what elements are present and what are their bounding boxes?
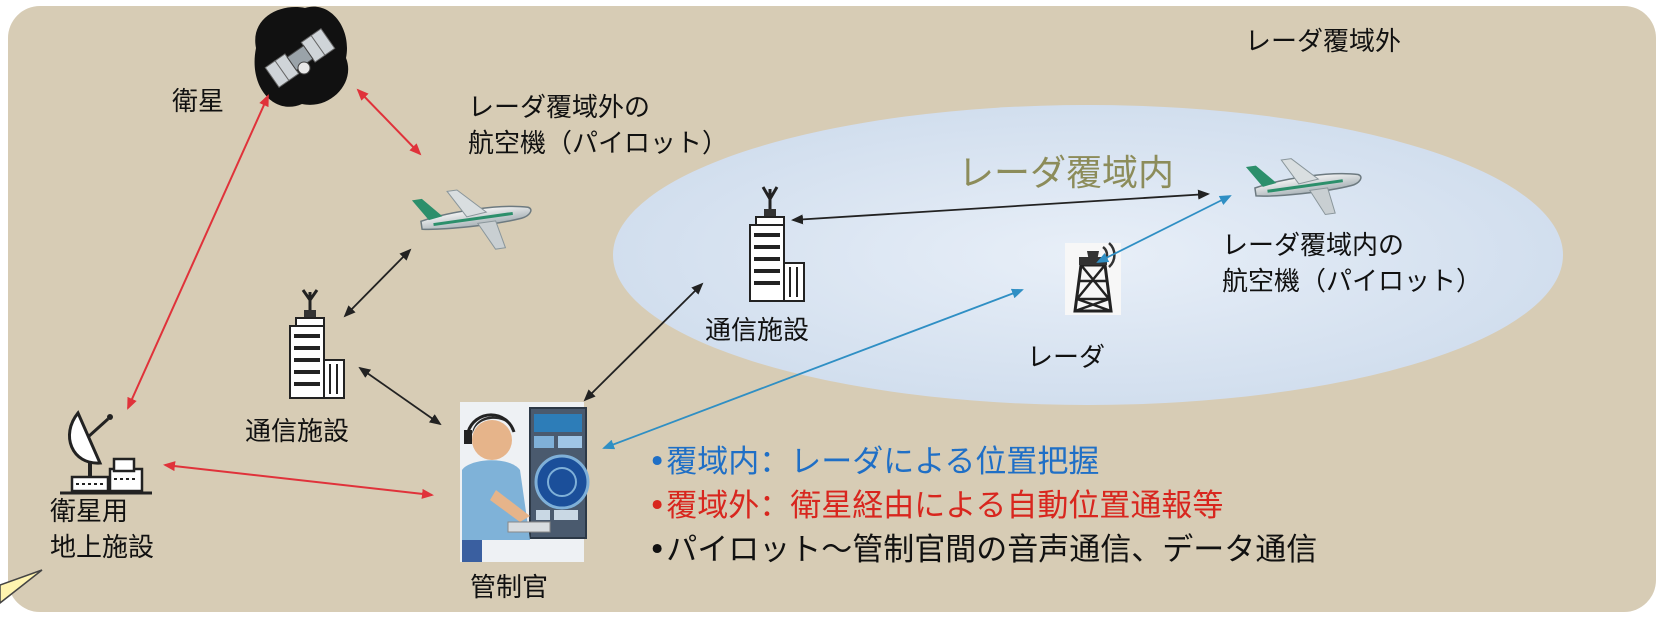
callout-pointer bbox=[0, 569, 43, 604]
aircraft-inside-label: レーダ覆域内の 航空機（パイロット） bbox=[1222, 228, 1482, 300]
satellite-icon bbox=[254, 6, 349, 107]
link-comm-left-controller bbox=[358, 366, 442, 426]
link-controller-radar bbox=[602, 288, 1024, 450]
aircraft-outside-label-line2: 航空機（パイロット） bbox=[468, 129, 729, 159]
ground-station-label: 衛星用 地上施設 bbox=[50, 494, 154, 566]
link-radar-aircraft bbox=[1096, 195, 1232, 263]
airplane-icon bbox=[1245, 158, 1362, 216]
airplane-icon bbox=[411, 189, 532, 250]
building-antenna-icon bbox=[289, 289, 345, 399]
aircraft-outside-label-line1: レーダ覆域外の bbox=[468, 93, 651, 123]
satellite-dish-icon bbox=[60, 410, 152, 495]
aircraft-inside-label-line2: 航空機（パイロット） bbox=[1222, 267, 1483, 297]
aircraft-inside-label-line1: レーダ覆域内の bbox=[1222, 231, 1405, 261]
building-antenna-icon bbox=[749, 186, 805, 302]
satellite-label: 衛星 bbox=[172, 87, 225, 117]
comm-left-label: 通信施設 bbox=[245, 417, 350, 447]
link-satellite-aircraft bbox=[356, 88, 422, 156]
ground-station-label-line1: 衛星用 bbox=[50, 497, 129, 527]
link-ground-station-controller bbox=[163, 461, 434, 499]
zone-label-inside: レーダ覆域内 bbox=[958, 153, 1175, 194]
controller-console-icon bbox=[460, 402, 590, 562]
link-satellite-ground-station bbox=[127, 94, 269, 410]
comm-right-label: 通信施設 bbox=[705, 316, 810, 346]
controller-label: 管制官 bbox=[470, 573, 549, 603]
legend: •覆域内：レーダによる位置把握 •覆域外：衛星経由による自動位置通報等 •パイロ… bbox=[648, 440, 1317, 572]
zone-label-outside: レーダ覆域外 bbox=[1245, 27, 1402, 57]
radar-label: レーダ bbox=[1027, 343, 1106, 373]
aircraft-outside-label: レーダ覆域外の 航空機（パイロット） bbox=[468, 90, 728, 162]
legend-line-inside: •覆域内：レーダによる位置把握 bbox=[648, 444, 1100, 480]
link-comm-left-aircraft bbox=[343, 248, 412, 318]
legend-line-communication: •パイロット～管制官間の音声通信、データ通信 bbox=[648, 532, 1318, 568]
ground-station-label-line2: 地上施設 bbox=[50, 533, 155, 563]
legend-line-outside: •覆域外：衛星経由による自動位置通報等 bbox=[648, 488, 1224, 524]
